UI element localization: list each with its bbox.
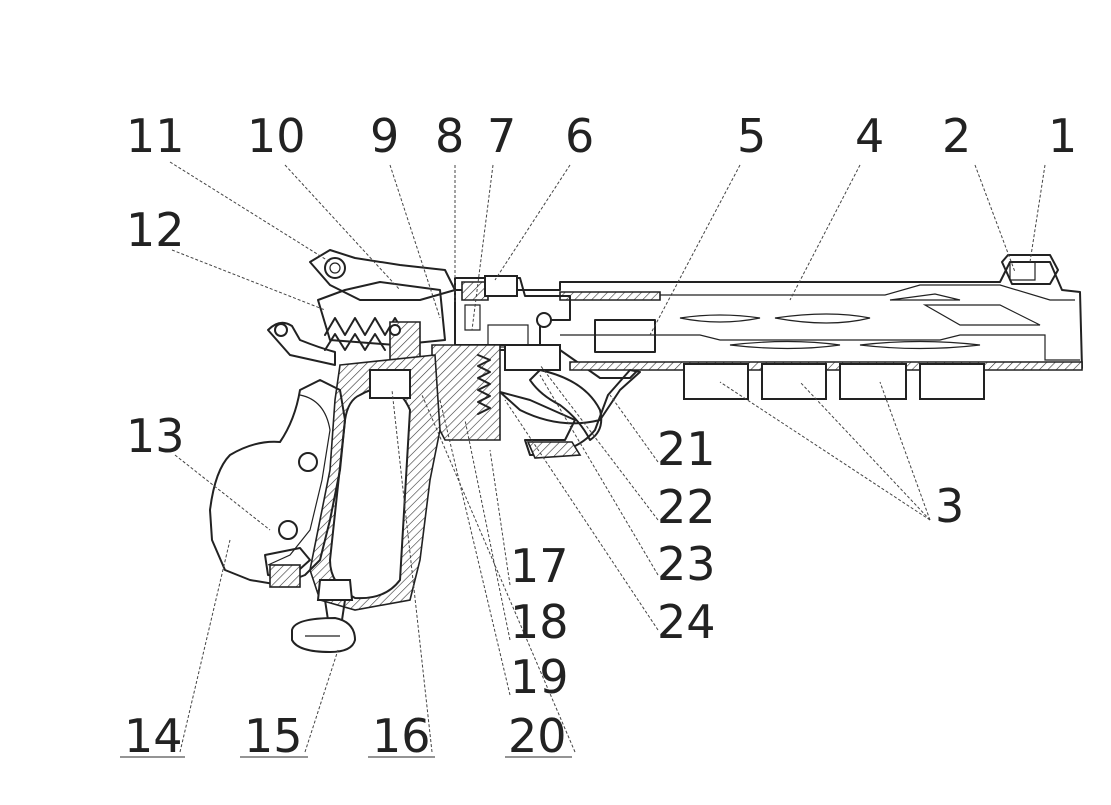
trigger-bar-pin bbox=[389, 324, 401, 336]
shroud-slot-1 bbox=[679, 314, 761, 323]
callout-5: 5 bbox=[737, 109, 766, 163]
breech-screw bbox=[536, 312, 552, 328]
callout-24: 24 bbox=[657, 595, 716, 649]
shroud-slot-2 bbox=[774, 313, 871, 324]
shroud-slot-6 bbox=[922, 304, 1041, 326]
barrel-bottom-rib bbox=[560, 334, 1080, 361]
cylinder-valve bbox=[316, 579, 354, 601]
trigger-spring bbox=[477, 354, 491, 415]
front-sight-insert bbox=[1009, 261, 1036, 281]
barrel-hatched-band bbox=[559, 291, 661, 301]
weight-2 bbox=[761, 363, 827, 400]
callout-22: 22 bbox=[657, 480, 716, 534]
callout-17: 17 bbox=[510, 539, 569, 593]
sawtooth-spring-2 bbox=[324, 333, 386, 351]
callout-16: 16 bbox=[372, 709, 431, 763]
weight-1 bbox=[683, 363, 749, 400]
shroud-slot-4 bbox=[859, 340, 981, 350]
callout-23: 23 bbox=[657, 537, 716, 591]
callout-15: 15 bbox=[244, 709, 303, 763]
callout-20: 20 bbox=[508, 709, 567, 763]
trigger-guard bbox=[499, 369, 641, 456]
callout-1: 1 bbox=[1048, 109, 1077, 163]
rear-sight-knob-inner bbox=[329, 262, 341, 274]
callout-3: 3 bbox=[935, 479, 964, 533]
breech-inner bbox=[487, 324, 529, 348]
callout-9: 9 bbox=[370, 109, 399, 163]
grip-screw-1 bbox=[298, 452, 318, 472]
callout-6: 6 bbox=[565, 109, 594, 163]
callout-4: 4 bbox=[855, 109, 884, 163]
leader-lines bbox=[169, 161, 1046, 753]
callout-7: 7 bbox=[487, 109, 516, 163]
grip-latch bbox=[269, 564, 301, 588]
callout-14: 14 bbox=[124, 709, 183, 763]
shroud-slot-3 bbox=[729, 340, 841, 350]
wooden-grip bbox=[209, 379, 346, 586]
callout-labels: 1 2 3 4 5 6 7 8 9 10 11 12 13 14 15 16 1… bbox=[124, 109, 1077, 763]
pistol-drawing bbox=[209, 249, 1083, 654]
bottom-handle bbox=[291, 616, 357, 654]
shroud-slot-5 bbox=[889, 293, 961, 301]
callout-13: 13 bbox=[126, 409, 185, 463]
frame-upper bbox=[454, 261, 1083, 379]
back-lever-pin bbox=[274, 323, 288, 337]
callout-21: 21 bbox=[657, 422, 716, 476]
callout-12: 12 bbox=[126, 203, 185, 257]
trigger-guard-hatch bbox=[526, 441, 582, 459]
gas-cylinder-cap bbox=[369, 369, 411, 399]
callout-18: 18 bbox=[510, 595, 569, 649]
weight-3 bbox=[839, 363, 907, 400]
rear-sight-knob bbox=[324, 257, 346, 279]
barrel-insert bbox=[594, 319, 656, 353]
trigger-plate bbox=[504, 344, 561, 371]
callout-2: 2 bbox=[942, 109, 971, 163]
barrel-top-rib bbox=[560, 284, 1075, 301]
grip-inner-line bbox=[267, 394, 331, 566]
breech-hatched bbox=[461, 281, 489, 301]
callout-11: 11 bbox=[126, 109, 185, 163]
callout-19: 19 bbox=[510, 650, 569, 704]
callout-10: 10 bbox=[247, 109, 306, 163]
grip-screw-2 bbox=[278, 520, 298, 540]
breech-spring-box bbox=[484, 275, 518, 297]
trigger bbox=[529, 369, 603, 441]
rear-sight bbox=[309, 249, 456, 301]
front-sight bbox=[1001, 254, 1059, 285]
rear-sight-body bbox=[317, 281, 446, 346]
weight-4 bbox=[919, 363, 985, 400]
callout-8: 8 bbox=[435, 109, 464, 163]
back-lever bbox=[267, 321, 336, 366]
